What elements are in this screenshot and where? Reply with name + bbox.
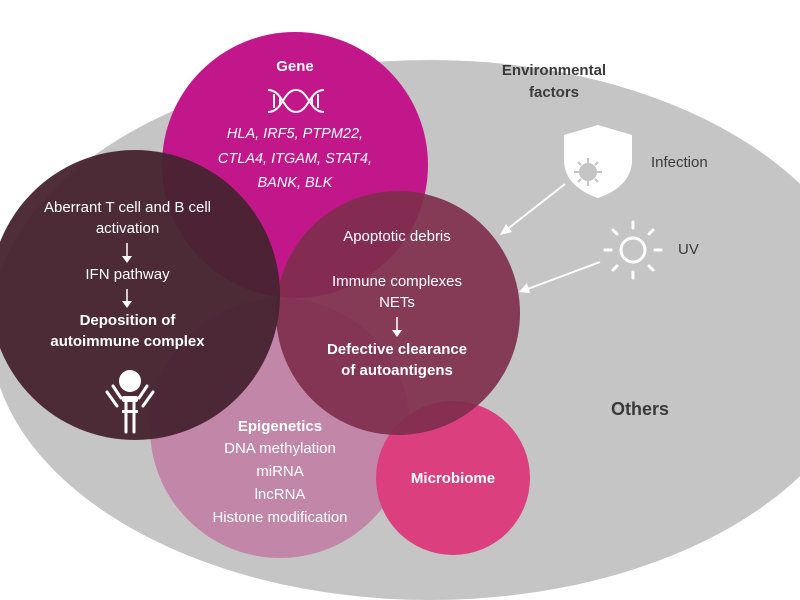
epigenetics-item: DNA methylation [224,440,336,457]
sun-icon [603,220,663,280]
microbiome-title: Microbiome [410,470,496,487]
autoimmune-result-line-2: autoimmune complex [50,333,205,350]
epigenetics-item: miRNA [256,463,304,480]
apoptotic-debris: Apoptotic debris [343,228,451,245]
others-title: Others [610,399,670,419]
uv-arrow [519,261,601,293]
apoptotic-arrow [392,317,402,337]
autoimmune-step-ifn: IFN pathway [85,266,170,283]
autoimmune-circle [0,150,280,440]
epigenetics-title: Epigenetics [237,418,323,435]
gene-list-line-1: HLA, IRF5, PTPM22, [226,126,364,142]
nets: NETs [379,294,415,311]
autoimmune-result-line-1: Deposition of [79,312,176,329]
uv-label: UV [678,241,699,258]
infection-arrow [500,183,566,235]
dna-icon [267,88,325,114]
gene-title: Gene [276,58,314,75]
autoimmune-line-2: activation [95,220,160,237]
epigenetics-item: Histone modification [212,509,348,526]
gene-list-line-2: CTLA4, ITGAM, STAT4, [217,151,373,167]
microbiome-circle [376,401,530,555]
apoptotic-result-line-2: of autoantigens [341,362,453,379]
autoimmune-arrow-2 [122,289,132,308]
apoptotic-circle [276,191,520,435]
autoimmune-line-1: Aberrant T cell and B cell [43,199,212,216]
autoimmune-arrow-1 [122,243,132,263]
epigenetics-item: lncRNA [254,486,306,503]
immune-complexes: Immune complexes [331,273,463,290]
shield-virus-icon [564,125,632,198]
infection-label: Infection [651,154,708,171]
apoptotic-result-line-1: Defective clearance [326,341,468,358]
antibody-icon [105,370,155,434]
environmental-title-line-1: Environmental [501,62,607,79]
environmental-title-line-2: factors [528,84,580,101]
gene-list-line-3: BANK, BLK [257,175,333,191]
